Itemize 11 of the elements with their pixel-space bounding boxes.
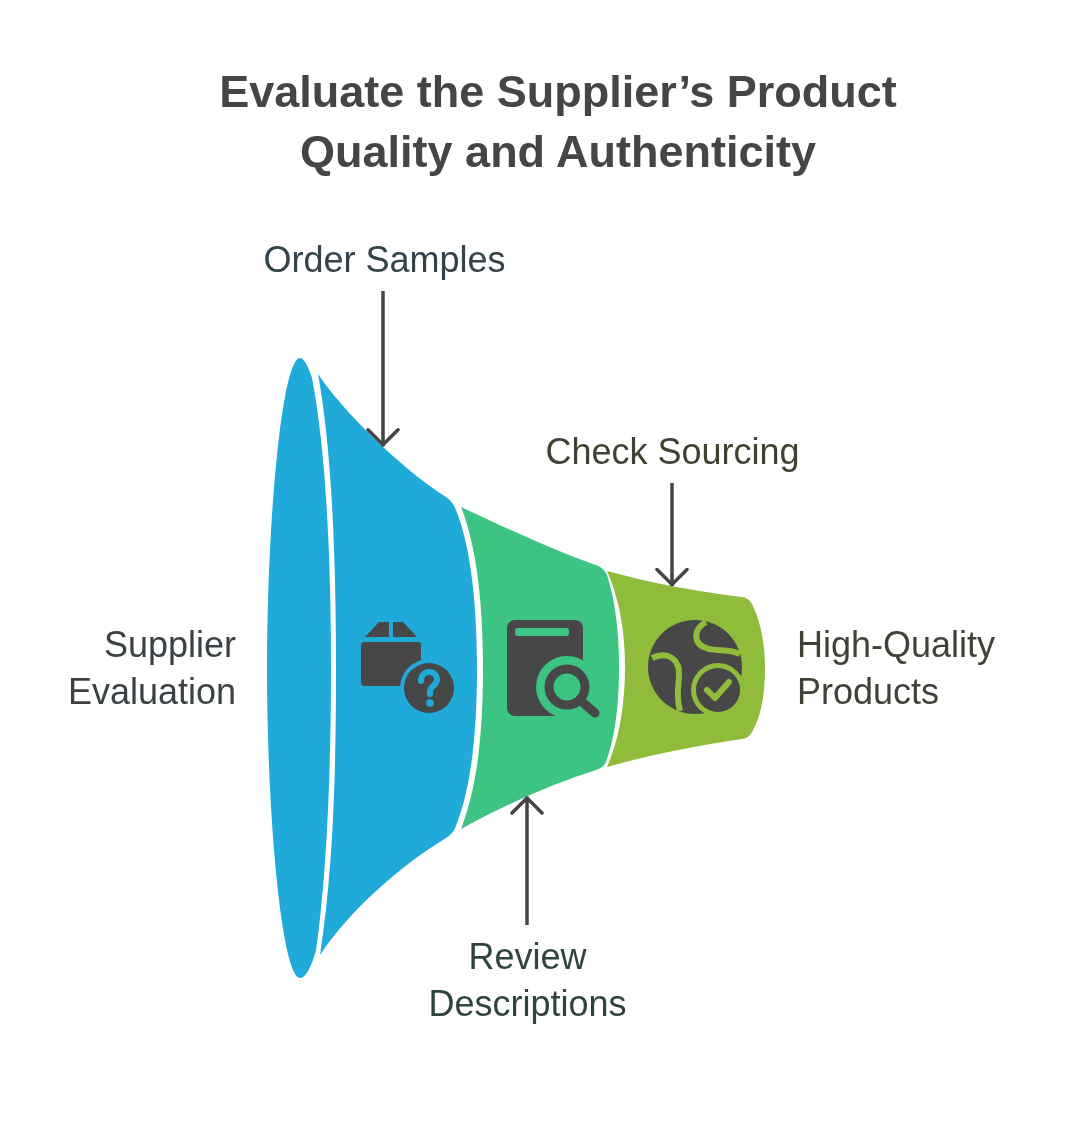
stage-label: High-Quality Products (797, 623, 997, 714)
arrow (366, 291, 400, 447)
step-label: Check Sourcing (544, 428, 801, 475)
funnel-middle-section (459, 504, 622, 831)
funnel-neck-section (605, 568, 767, 770)
arrow (655, 483, 689, 587)
arrow (510, 796, 544, 925)
step-label: Review Descriptions (427, 933, 628, 1027)
step-label: Order Samples (262, 236, 507, 283)
stage-label: Supplier Evaluation (66, 623, 236, 714)
diagram-title: Evaluate the Supplier’s Product Quality and Authenticity (218, 65, 898, 179)
